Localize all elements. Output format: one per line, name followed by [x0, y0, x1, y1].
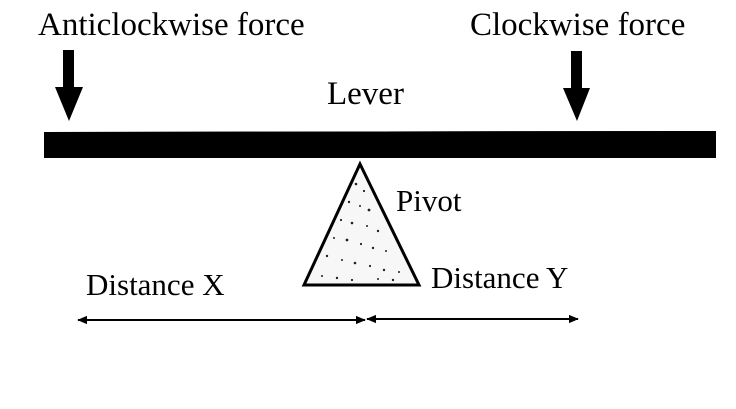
anticlockwise-force-arrow — [55, 50, 83, 121]
pivot-triangle — [301, 160, 422, 287]
pivot-label: Pivot — [396, 183, 462, 218]
distance-x-label: Distance X — [86, 267, 225, 302]
anticlockwise-force-label: Anticlockwise force — [38, 7, 305, 43]
pivot-texture — [321, 182, 400, 282]
lever-bar — [43, 131, 717, 158]
lever-label: Lever — [327, 76, 404, 112]
distance-y-label: Distance Y — [431, 260, 568, 295]
clockwise-force-label: Clockwise force — [470, 7, 685, 43]
clockwise-force-arrow — [563, 51, 590, 121]
